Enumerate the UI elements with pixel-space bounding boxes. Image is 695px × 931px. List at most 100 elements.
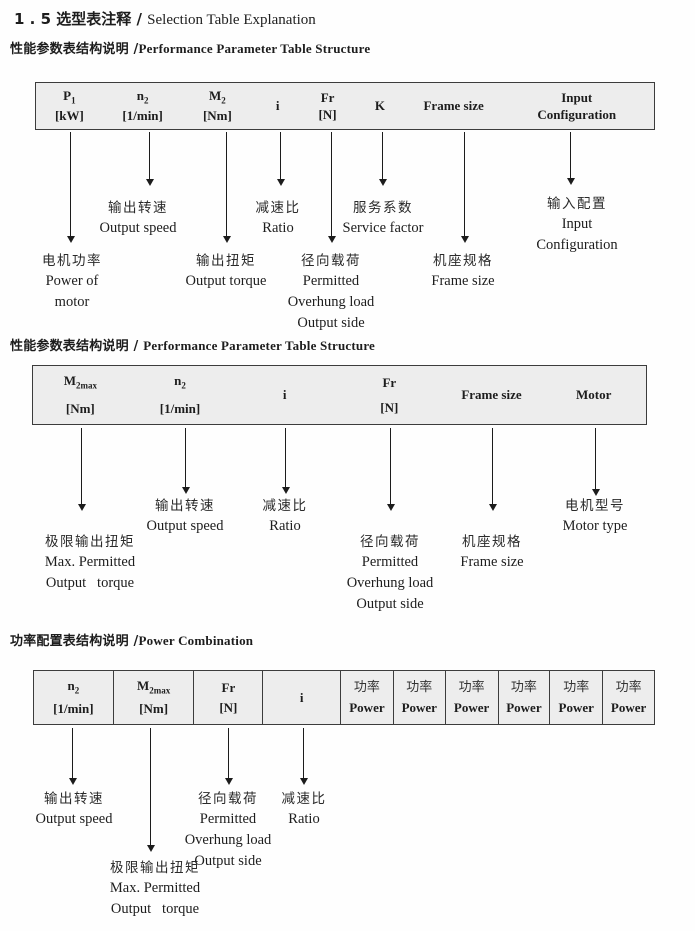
arrow-m2max-icon xyxy=(77,428,86,511)
arrow-n2-icon xyxy=(68,728,77,785)
column-header-power-3: 功率 Power xyxy=(444,671,498,724)
column-header-m2max: M2max [Nm] xyxy=(112,671,194,724)
callout-power-of-motor: 电机功率 Power of motor xyxy=(42,253,102,310)
column-header-fr: Fr [N] xyxy=(303,83,352,129)
callout-frame-size: 机座规格 Frame size xyxy=(460,534,524,570)
symbol: Fr xyxy=(382,374,397,390)
unit: [kW] xyxy=(54,107,84,123)
callout-max-output-torque: 极限输出扭矩 Max. Permitted Output torque xyxy=(109,860,201,917)
column-header-n2: n2 [1/min] xyxy=(103,83,183,129)
column-header-power-5: 功率 Power xyxy=(549,671,602,724)
symbol: P xyxy=(63,88,72,104)
subscript: 1 xyxy=(71,95,76,106)
section3-heading: 功率配置表结构说明 /Power Combination xyxy=(10,633,254,649)
column-header-m2max: M2max [Nm] xyxy=(33,366,128,424)
arrow-fr-icon xyxy=(327,132,336,243)
arrow-k-icon xyxy=(378,132,387,186)
subscript: 2 xyxy=(144,95,149,106)
column-header-frame-size: Frame size xyxy=(408,83,500,129)
column-header-fr: Fr [N] xyxy=(193,671,262,724)
arrow-input-config-icon xyxy=(566,132,575,185)
column-header-power-4: 功率 Power xyxy=(497,671,550,724)
column-header-m2: M2 [Nm] xyxy=(183,83,253,129)
section2-heading: 性能参数表结构说明 / Performance Parameter Table … xyxy=(10,338,376,354)
callout-ratio: 减速比 Ratio xyxy=(255,200,301,236)
arrow-motor-icon xyxy=(591,428,600,496)
performance-table-2: M2max [Nm] n2 [1/min] i Fr [N] Frame siz… xyxy=(32,365,647,425)
symbol: M xyxy=(63,373,76,389)
callout-overhung-load: 径向载荷 Permitted Overhung load Output side xyxy=(287,253,375,331)
column-header-motor: Motor xyxy=(541,366,646,424)
callout-frame-size: 机座规格 Frame size xyxy=(431,253,495,289)
column-header-n2: n2 [1/min] xyxy=(128,366,233,424)
symbol: Fr xyxy=(221,679,236,695)
arrow-fr-icon xyxy=(224,728,233,785)
unit: [1/min] xyxy=(122,107,163,123)
page-title-en: Selection Table Explanation xyxy=(147,12,316,28)
callout-output-speed: 输出转速 Output speed xyxy=(99,200,177,236)
performance-table-1: P1 [kW] n2 [1/min] M2 [Nm] i Fr [N] K Fr… xyxy=(35,82,655,130)
column-header-i: i xyxy=(252,83,303,129)
page-title-zh: 1 . 5 选型表注释 / xyxy=(14,10,148,28)
unit: [N] xyxy=(219,699,238,715)
symbol: Frame size xyxy=(461,387,522,402)
callout-overhung-load: 径向载荷 Permitted Overhung load Output side xyxy=(346,534,434,612)
callout-ratio: 减速比 Ratio xyxy=(281,791,327,827)
page-title: 1 . 5 选型表注释 / Selection Table Explanatio… xyxy=(14,8,316,29)
symbol: n xyxy=(67,678,75,694)
subscript: 2 xyxy=(181,380,186,391)
callout-motor-type: 电机型号 Motor type xyxy=(562,498,628,534)
column-header-p1: P1 [kW] xyxy=(36,83,103,129)
symbol: Frame size xyxy=(423,98,484,113)
subscript: 2max xyxy=(149,685,171,696)
column-header-k: K xyxy=(352,83,408,129)
arrow-p1-icon xyxy=(66,132,75,243)
arrow-fr-icon xyxy=(386,428,395,511)
unit: [1/min] xyxy=(53,700,94,716)
subscript: 2 xyxy=(221,95,226,106)
unit: [1/min] xyxy=(159,400,201,416)
column-header-frame-size: Frame size xyxy=(442,366,542,424)
unit: [N] xyxy=(318,106,337,122)
subscript: 2max xyxy=(75,380,97,391)
callout-output-speed: 输出转速 Output speed xyxy=(146,498,224,534)
symbol: i xyxy=(282,387,287,402)
symbol: n xyxy=(174,373,182,389)
symbol: K xyxy=(374,98,385,113)
unit: Configuration xyxy=(537,106,617,122)
arrow-i-icon xyxy=(281,428,290,494)
arrow-frame-size-icon xyxy=(460,132,469,243)
callout-service-factor: 服务系数 Service factor xyxy=(342,200,424,236)
unit: [Nm] xyxy=(139,700,169,716)
column-header-power-2: 功率 Power xyxy=(392,671,445,724)
symbol: n xyxy=(136,88,145,104)
arrow-i-icon xyxy=(276,132,285,186)
symbol: Fr xyxy=(320,89,335,105)
arrow-frame-size-icon xyxy=(488,428,497,511)
callout-input-configuration: 输入配置 Input Configuration xyxy=(536,196,618,253)
callout-overhung-load: 径向载荷 Permitted Overhung load Output side xyxy=(184,791,272,869)
subscript: 2 xyxy=(74,685,80,696)
symbol: M xyxy=(136,678,150,694)
callout-ratio: 减速比 Ratio xyxy=(262,498,308,534)
symbol: Input xyxy=(561,89,593,105)
column-header-fr: Fr [N] xyxy=(337,366,442,424)
arrow-n2-icon xyxy=(181,428,190,494)
unit: [Nm] xyxy=(65,400,95,416)
column-header-i: i xyxy=(262,671,340,724)
arrow-m2-icon xyxy=(222,132,231,243)
callout-max-output-torque: 极限输出扭矩 Max. Permitted Output torque xyxy=(44,534,136,591)
arrow-i-icon xyxy=(299,728,308,785)
unit: [Nm] xyxy=(202,107,232,123)
symbol: Motor xyxy=(575,387,612,402)
power-combination-table: n2 [1/min] M2max [Nm] Fr [N] i 功率 Power … xyxy=(33,670,655,725)
callout-output-torque: 输出扭矩 Output torque xyxy=(185,253,267,289)
unit: [N] xyxy=(380,399,399,415)
column-header-n2: n2 [1/min] xyxy=(34,671,113,724)
symbol: M xyxy=(209,88,222,104)
arrow-n2-icon xyxy=(145,132,154,186)
symbol: i xyxy=(275,98,280,113)
arrow-m2max-icon xyxy=(146,728,155,852)
symbol: i xyxy=(299,689,304,705)
